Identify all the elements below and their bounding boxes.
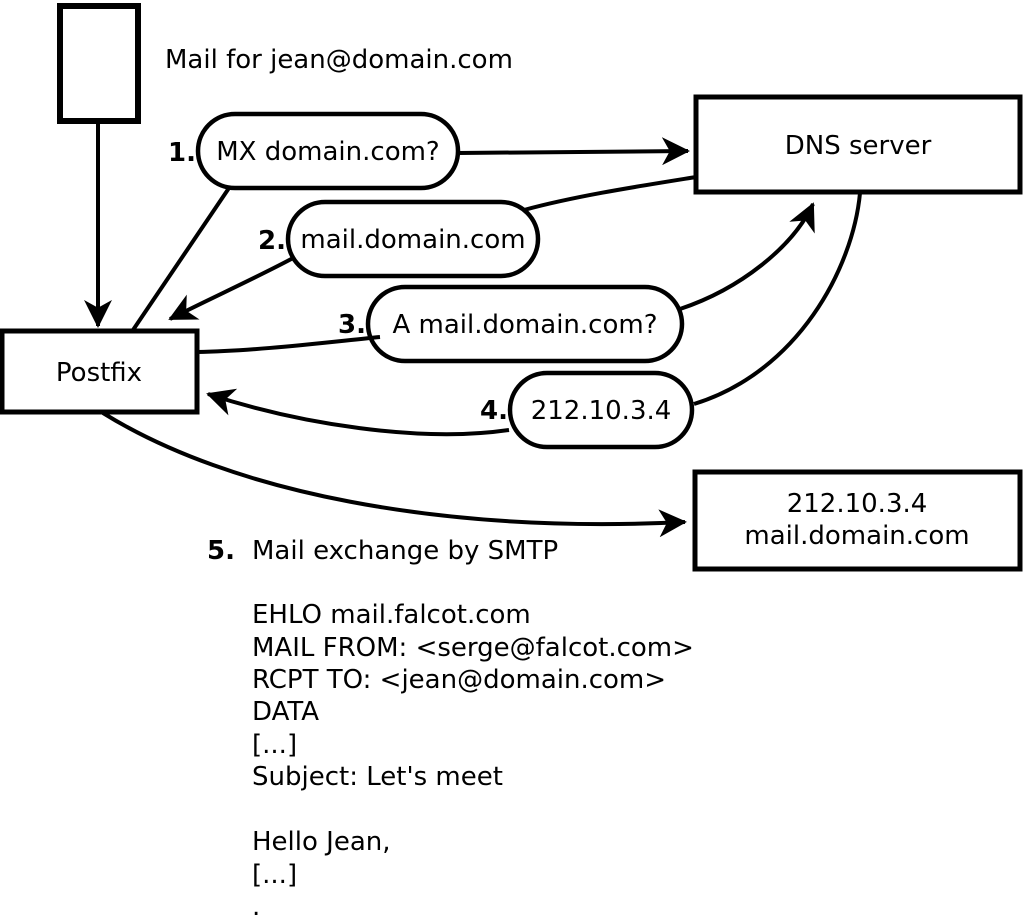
line-dns-to-a-answer <box>693 192 862 406</box>
arrow-mx-answer-to-postfix <box>168 255 296 321</box>
arrow-postfix-to-mail-server <box>101 411 687 538</box>
smtp-line-mail-from: MAIL FROM: <serge@falcot.com> <box>252 633 694 663</box>
line-postfix-to-a-query <box>196 335 381 354</box>
postfix-label: Postfix <box>56 358 142 388</box>
dns-server-label: DNS server <box>785 131 932 161</box>
smtp-line-subject: Subject: Let's meet <box>252 762 503 792</box>
bubble-a-answer <box>507 370 695 450</box>
smtp-line-ellipsis-2: [...] <box>252 860 297 890</box>
arrow-mx-query-to-dns <box>457 137 690 166</box>
step-2-label: mail.domain.com <box>300 225 525 255</box>
mail-server-node <box>692 469 1023 572</box>
postfix-node <box>0 328 200 415</box>
dns-server-node <box>693 94 1023 195</box>
smtp-line-data: DATA <box>252 697 319 727</box>
line-dns-to-mx-answer <box>523 175 697 212</box>
step-2-number: 2. <box>258 226 286 256</box>
mail-server-host-label: mail.domain.com <box>744 521 969 551</box>
mail-server-ip-label: 212.10.3.4 <box>787 489 928 519</box>
smtp-line-end-dot: . <box>252 892 260 919</box>
step-1-number: 1. <box>168 138 196 168</box>
smtp-line-hello: Hello Jean, <box>252 827 391 857</box>
arrow-a-query-to-dns <box>679 202 815 311</box>
step-3-label: A mail.domain.com? <box>393 310 658 340</box>
step-4-number: 4. <box>480 396 508 426</box>
line-postfix-to-mx-query <box>131 186 231 332</box>
smtp-line-rcpt-to: RCPT TO: <jean@domain.com> <box>252 665 666 695</box>
step-5-label: Mail exchange by SMTP <box>252 536 558 566</box>
step-4-label: 212.10.3.4 <box>531 396 672 426</box>
step-5-number: 5. <box>207 536 235 566</box>
smtp-line-ehlo: EHLO mail.falcot.com <box>252 600 531 630</box>
smtp-session-block: EHLO mail.falcot.com MAIL FROM: <serge@f… <box>252 600 694 919</box>
header-label: Mail for jean@domain.com <box>165 45 513 75</box>
step-3-number: 3. <box>338 310 366 340</box>
mail-message-node <box>57 3 141 124</box>
bubble-mx-answer <box>285 199 541 279</box>
step-1-label: MX domain.com? <box>216 137 439 167</box>
smtp-line-ellipsis-1: [...] <box>252 730 297 760</box>
bubble-a-query <box>365 284 685 364</box>
arrow-a-answer-to-postfix <box>206 388 510 437</box>
